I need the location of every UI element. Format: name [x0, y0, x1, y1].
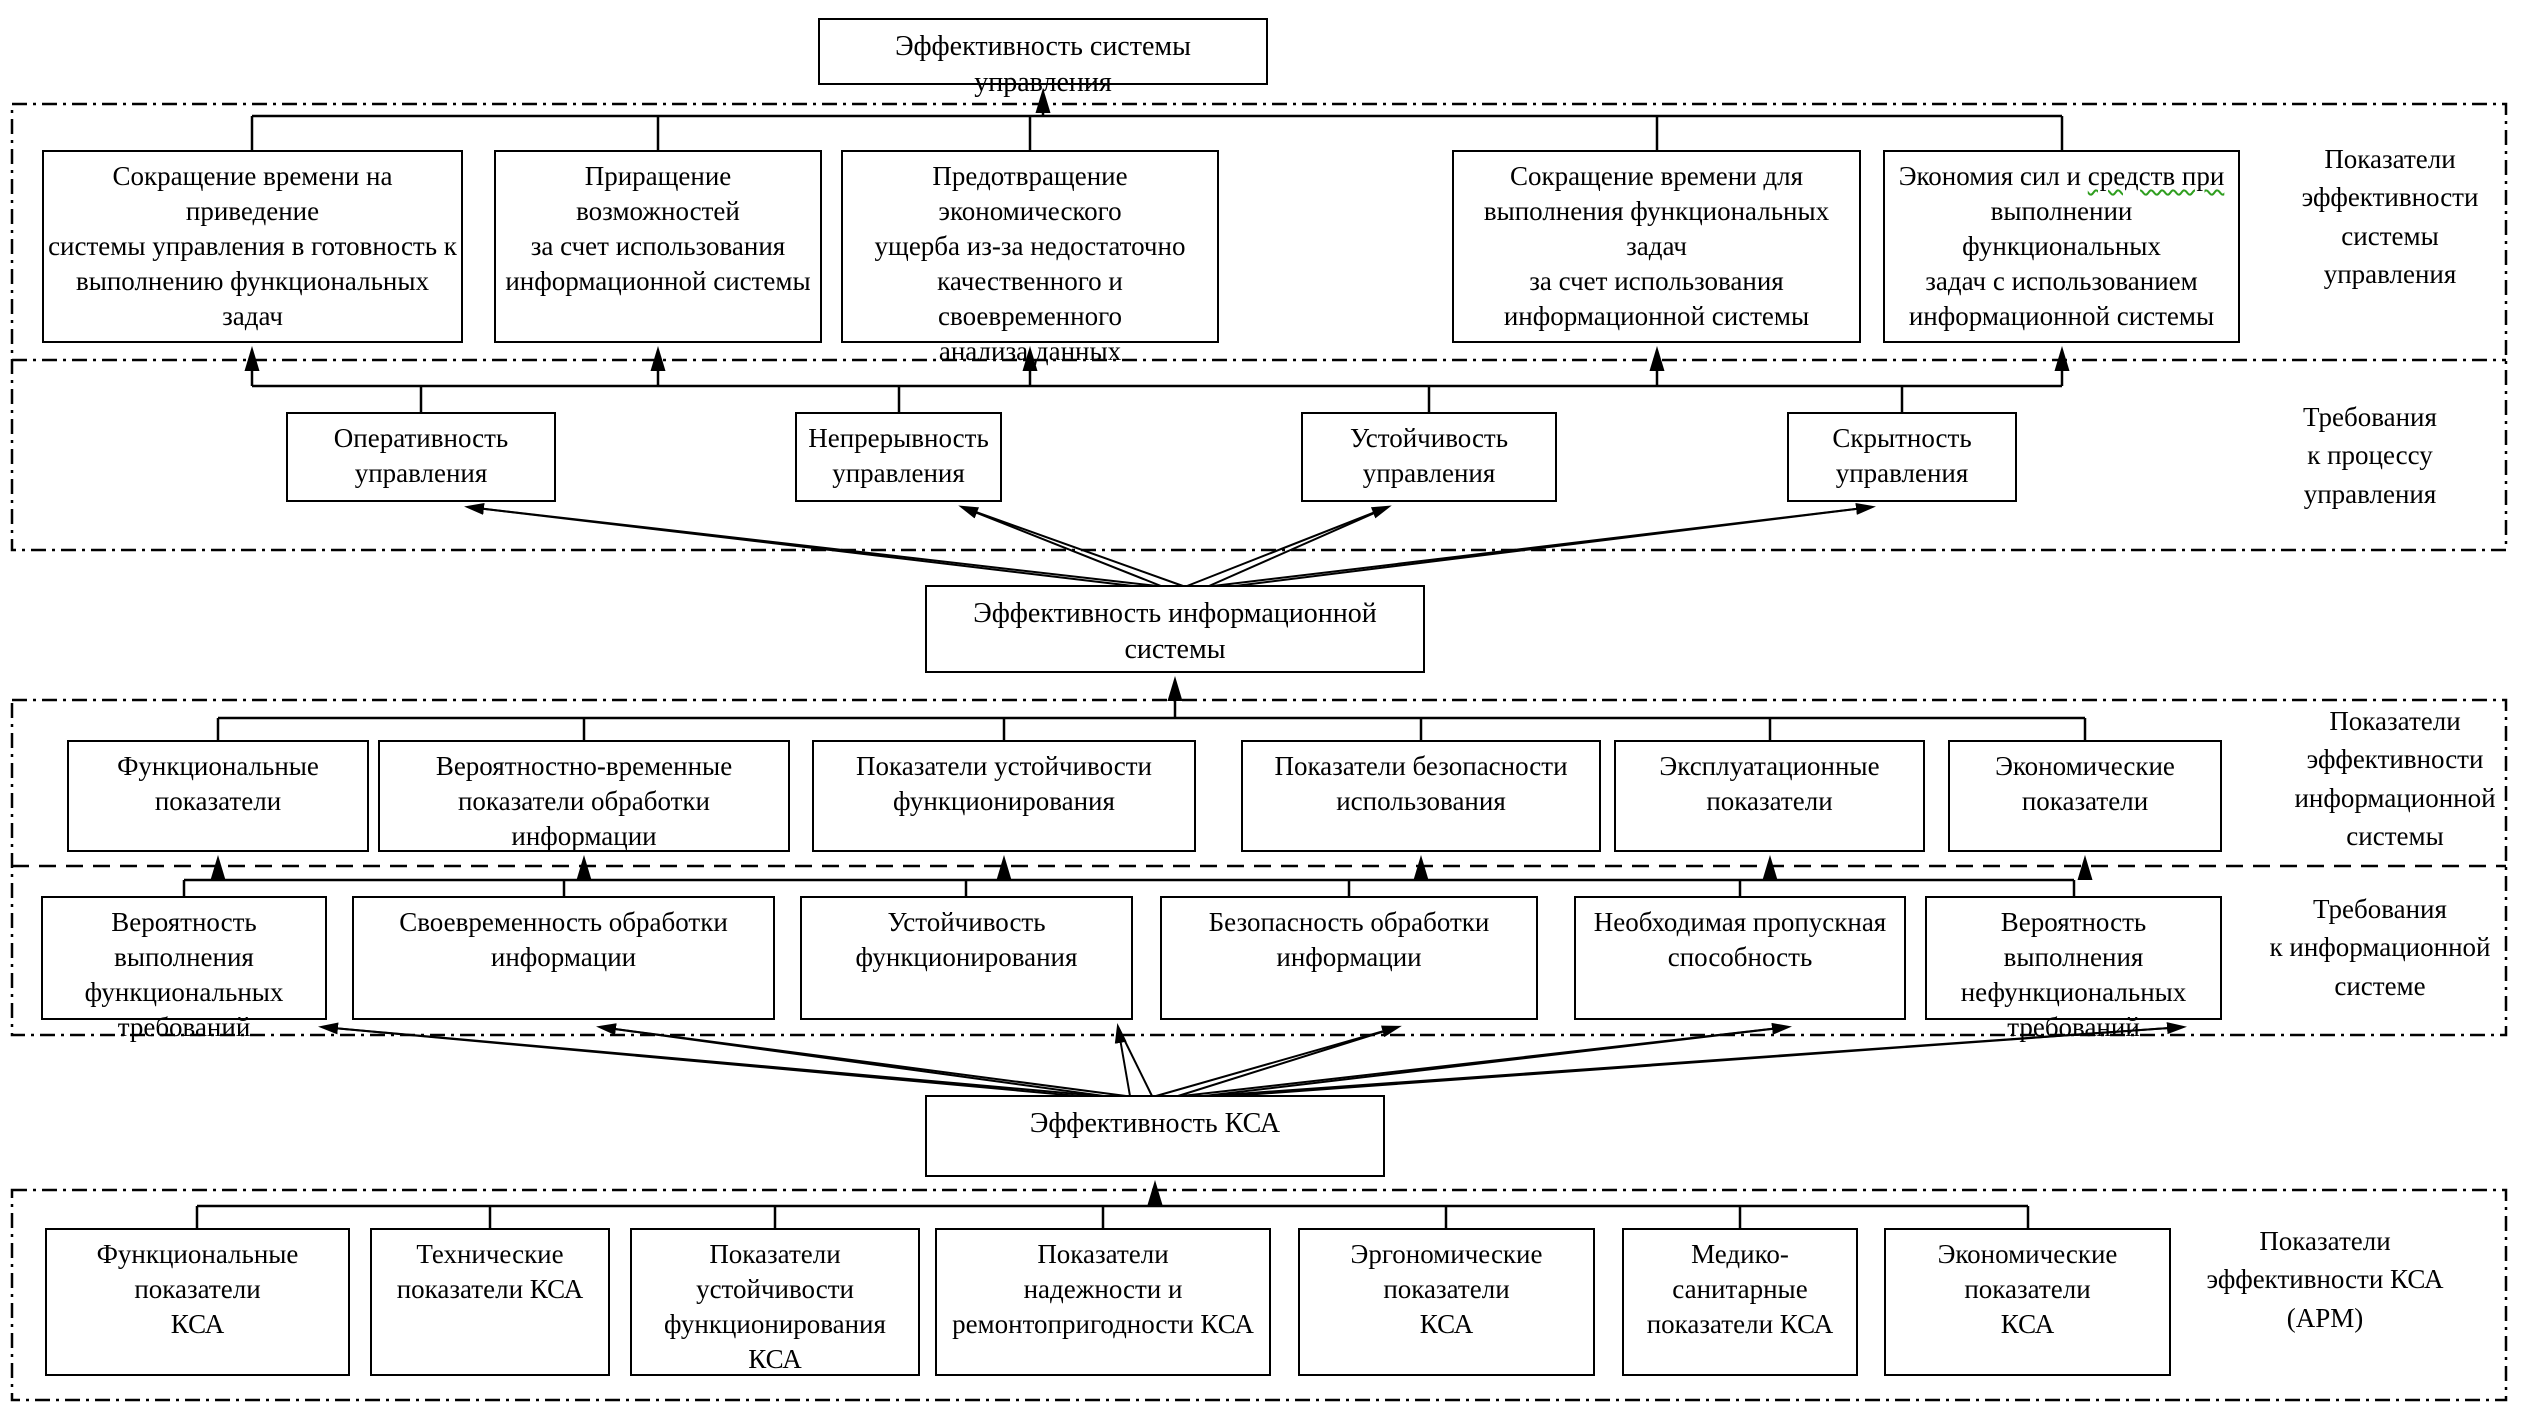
box-management-effectiveness: Эффективность системы управления: [818, 18, 1268, 98]
box-processing-timeliness: Своевременность обработки информации: [352, 896, 775, 1020]
effort-savings-text-post: выполнении функциональных задач с исполь…: [1908, 196, 2215, 332]
label-is-requirements: Требования к информационной системе: [2269, 894, 2491, 1001]
ksa-fan-arrows: [318, 1022, 2187, 1097]
box-capability-increase: Приращение возможностей за счет использо…: [494, 150, 822, 343]
box-is-operational-indicators: Эксплуатационные показатели: [1614, 740, 1925, 852]
box-task-time-reduction: Сокращение времени для выполнения функци…: [1452, 150, 1861, 343]
box-functioning-stability: Устойчивость функционирования: [800, 896, 1133, 1020]
box-readiness-time-reduction: Сокращение времени на приведение системы…: [42, 150, 463, 343]
box-damage-prevention: Предотвращение экономического ущерба из-…: [841, 150, 1219, 366]
box-control-continuity: Непрерывность управления: [795, 412, 1002, 502]
box-is-safety-indicators: Показатели безопасности использования: [1241, 740, 1601, 852]
box-required-throughput: Необходимая пропускная способность: [1574, 896, 1906, 1020]
box-control-promptness: Оперативность управления: [286, 412, 556, 502]
effort-savings-text-spellcheck: средств при: [2087, 161, 2225, 191]
box-ksa-functional-indicators: Функциональные показатели КСА: [45, 1228, 350, 1376]
section-frames: [10, 102, 2508, 1402]
is-fan-arrows: [464, 502, 1876, 587]
box-is-probabilistic-time-indicators: Вероятностно-временные показатели обрабо…: [378, 740, 790, 852]
box-ksa-medical-indicators: Медико-санитарные показатели КСА: [1622, 1228, 1858, 1376]
bus-lines: [182, 114, 2087, 1228]
box-is-economic-indicators: Экономические показатели: [1948, 740, 2222, 852]
box-functional-requirements-probability: Вероятность выполнения функциональных тр…: [41, 896, 327, 1042]
box-ksa-stability-indicators: Показатели устойчивости функционирования…: [630, 1228, 920, 1376]
label-process-requirements: Требования к процессу управления: [2303, 402, 2437, 509]
box-ksa-economic-indicators: Экономические показатели КСА: [1884, 1228, 2171, 1376]
effort-savings-text-pre: Экономия сил и: [1898, 161, 2088, 191]
box-control-stability: Устойчивость управления: [1301, 412, 1557, 502]
box-effort-savings: Экономия сил и средств при выполнении фу…: [1883, 150, 2240, 343]
label-ksa-indicators: Показатели эффективности КСА (АРМ): [2206, 1226, 2444, 1333]
box-ksa-reliability-indicators: Показатели надежности и ремонтопригоднос…: [935, 1228, 1271, 1376]
box-control-covertness: Скрытность управления: [1787, 412, 2017, 502]
box-ksa-effectiveness: Эффективность КСА: [925, 1095, 1385, 1177]
label-management-indicators: Показатели эффективности системы управле…: [2301, 144, 2479, 289]
up-arrows: [210, 88, 2093, 1206]
box-ksa-technical-indicators: Технические показатели КСА: [370, 1228, 610, 1376]
box-processing-safety: Безопасность обработки информации: [1160, 896, 1538, 1020]
box-information-system-effectiveness: Эффективность информационной системы: [925, 585, 1425, 673]
box-ksa-ergonomic-indicators: Эргономические показатели КСА: [1298, 1228, 1595, 1376]
box-is-stability-indicators: Показатели устойчивости функционирования: [812, 740, 1196, 852]
box-nonfunctional-requirements-probability: Вероятность выполнения нефункциональных …: [1925, 896, 2222, 1042]
label-is-indicators: Показатели эффективности информационной …: [2294, 706, 2496, 851]
box-is-functional-indicators: Функциональные показатели: [67, 740, 369, 852]
